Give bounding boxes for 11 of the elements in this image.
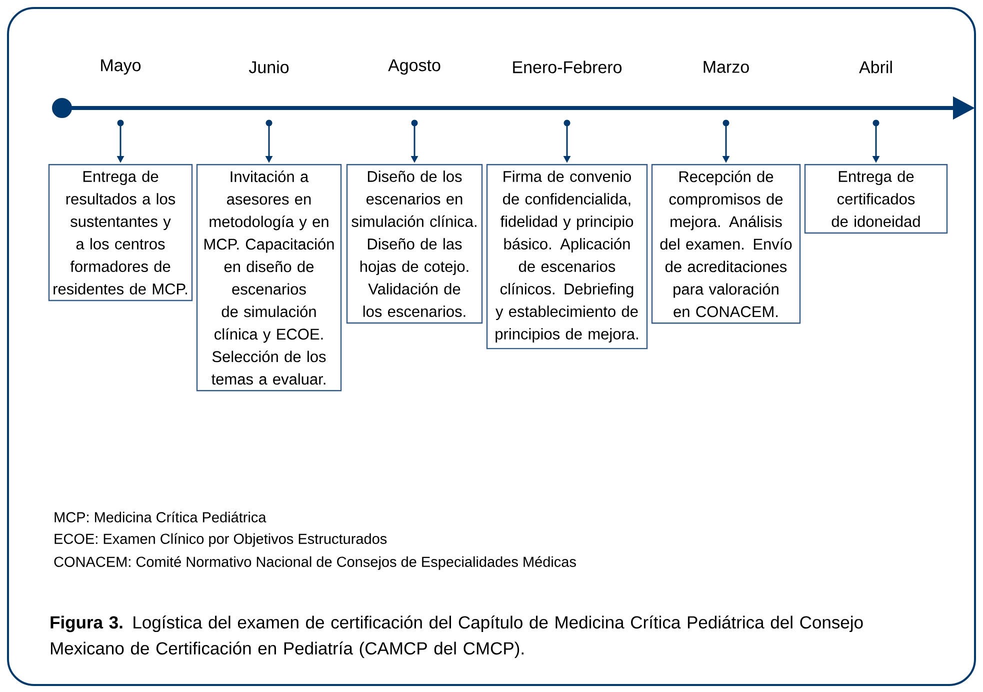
figure-caption: Figura 3. Logística del examen de certificación del Capítulo de Medicina Crítica Pediátrica del Consejo Mexicano de Certificación en Pediatría (CAMCP del CMCP). xyxy=(50,616,863,658)
step-box: Entrega de resultados a los sustentantes y a los centros formadores de residentes de MCP. xyxy=(48,164,193,302)
abbreviation-note: MCP: Medicina Crítica Pediátrica xyxy=(54,512,266,522)
step-box: Recepción de compromisos de mejora. Análisis del examen. Envío de acreditaciones para valoración en CONACEM. xyxy=(651,164,801,324)
abbreviation-note: CONACEM: Comité Normativo Nacional de Consejos de Especialidades Médicas xyxy=(54,556,576,570)
step-box: Diseño de los escenarios en simulación clínica. Diseño de las hojas de cotejo. Validación de los escenarios. xyxy=(346,164,483,324)
month-label: Marzo xyxy=(704,61,749,73)
step-box: Entrega de certificados de idoneidad xyxy=(804,164,948,234)
abbreviation-note: ECOE: Examen Clínico por Objetivos Estructurados xyxy=(54,533,387,547)
step-box: Invitación a asesores en metodología y en MCP. Capacitación en diseño de escenarios de simulación clínica y ECOE. Selección de los temas a evaluar. xyxy=(196,164,342,392)
step-box: Firma de convenio de confidencialida, fidelidad y principio básico. Aplicación de escenarios clínicos. Debriefing y establecimiento de principios de mejora. xyxy=(486,164,648,350)
